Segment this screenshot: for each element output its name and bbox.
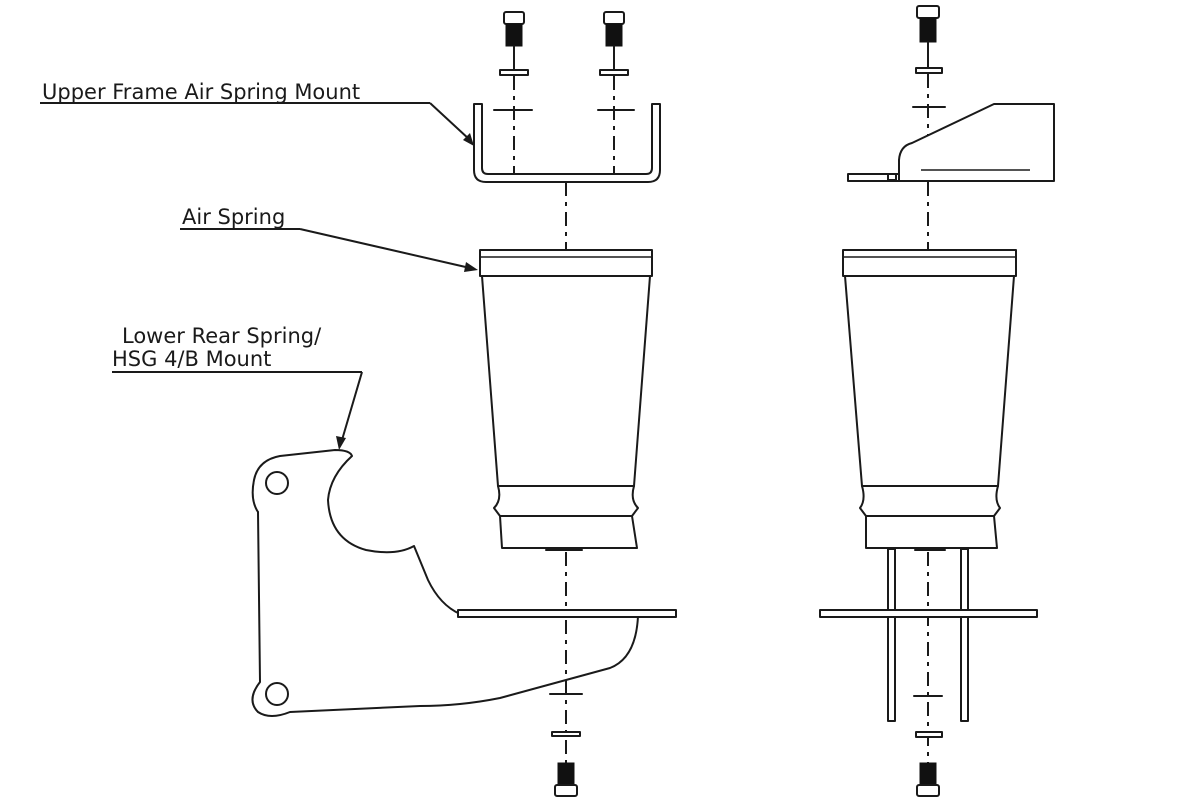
air-spring-right bbox=[842, 249, 1017, 551]
upper-frame-air-spring-mount bbox=[473, 103, 661, 183]
upper-bolt-front bbox=[916, 5, 940, 71]
right-view bbox=[819, 5, 1055, 797]
air-spring-label: Air Spring bbox=[182, 205, 285, 229]
lock-washer-right bbox=[599, 69, 629, 76]
lower-bolt-left bbox=[554, 762, 578, 797]
label-air-spring: Air Spring bbox=[180, 205, 478, 272]
upper-bolt-right bbox=[603, 11, 625, 71]
upper-mount-label: Upper Frame Air Spring Mount bbox=[42, 80, 360, 104]
lower-lock-washer-left bbox=[551, 731, 581, 737]
lower-mount-label-line1: Lower Rear Spring/ bbox=[122, 324, 322, 348]
lock-washer-left bbox=[499, 69, 529, 76]
stud-left bbox=[887, 548, 896, 722]
air-spring-left bbox=[479, 249, 653, 551]
lower-bolt-front bbox=[916, 762, 940, 797]
lower-mount-label-line2: HSG 4/B Mount bbox=[112, 347, 271, 371]
label-lower-mount: Lower Rear Spring/ HSG 4/B Mount bbox=[112, 324, 363, 450]
label-upper-frame-mount: Upper Frame Air Spring Mount bbox=[40, 80, 474, 146]
lower-plate-front bbox=[819, 609, 1038, 618]
lock-washer-front bbox=[915, 67, 943, 74]
lower-lock-washer-front bbox=[915, 731, 943, 738]
left-view bbox=[251, 11, 677, 797]
lower-rear-spring-hsg-mount bbox=[251, 449, 677, 717]
upper-frame-mount-front bbox=[847, 103, 1055, 182]
stud-right bbox=[960, 548, 969, 722]
upper-bolt-left bbox=[503, 11, 525, 71]
